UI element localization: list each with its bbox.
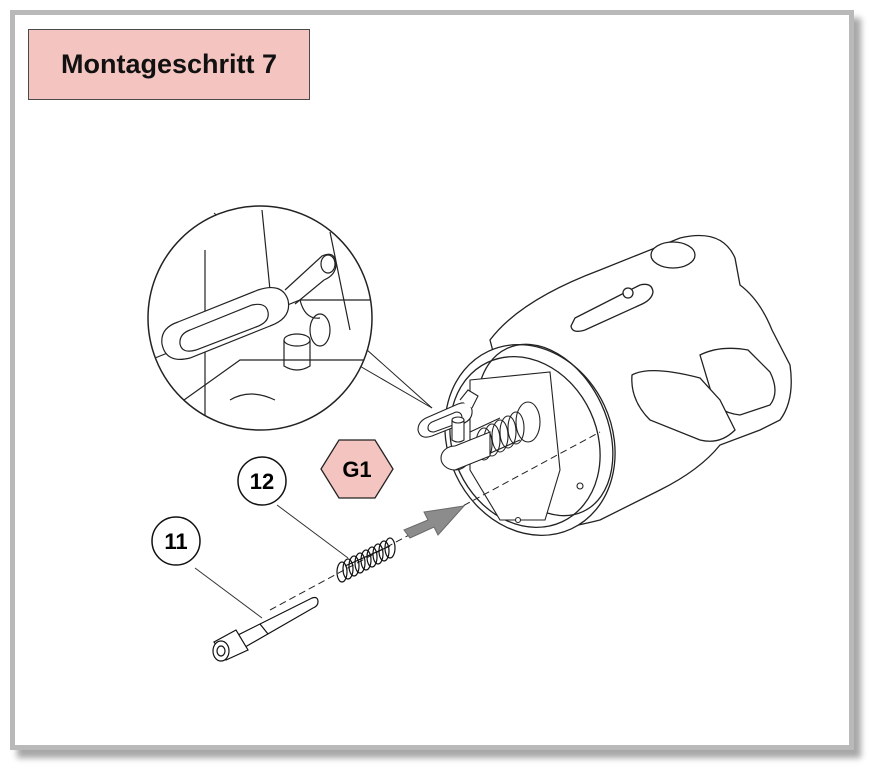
spring-part-12: [336, 537, 396, 583]
svg-text:11: 11: [164, 529, 187, 554]
callout-leaders: [194, 504, 349, 619]
zoom-detail: [147, 205, 373, 431]
screw-part-11: [212, 596, 319, 662]
hexagon-icon: G1: [320, 439, 394, 499]
callout-12: 12: [237, 456, 287, 506]
callout-11: 11: [151, 516, 201, 566]
arrow-right-icon: [403, 505, 466, 539]
svg-text:12: 12: [250, 469, 274, 494]
internal-mechanism: [417, 371, 584, 524]
step-title: Montageschritt 7: [28, 29, 310, 100]
adhesive-label: G1: [342, 457, 371, 482]
